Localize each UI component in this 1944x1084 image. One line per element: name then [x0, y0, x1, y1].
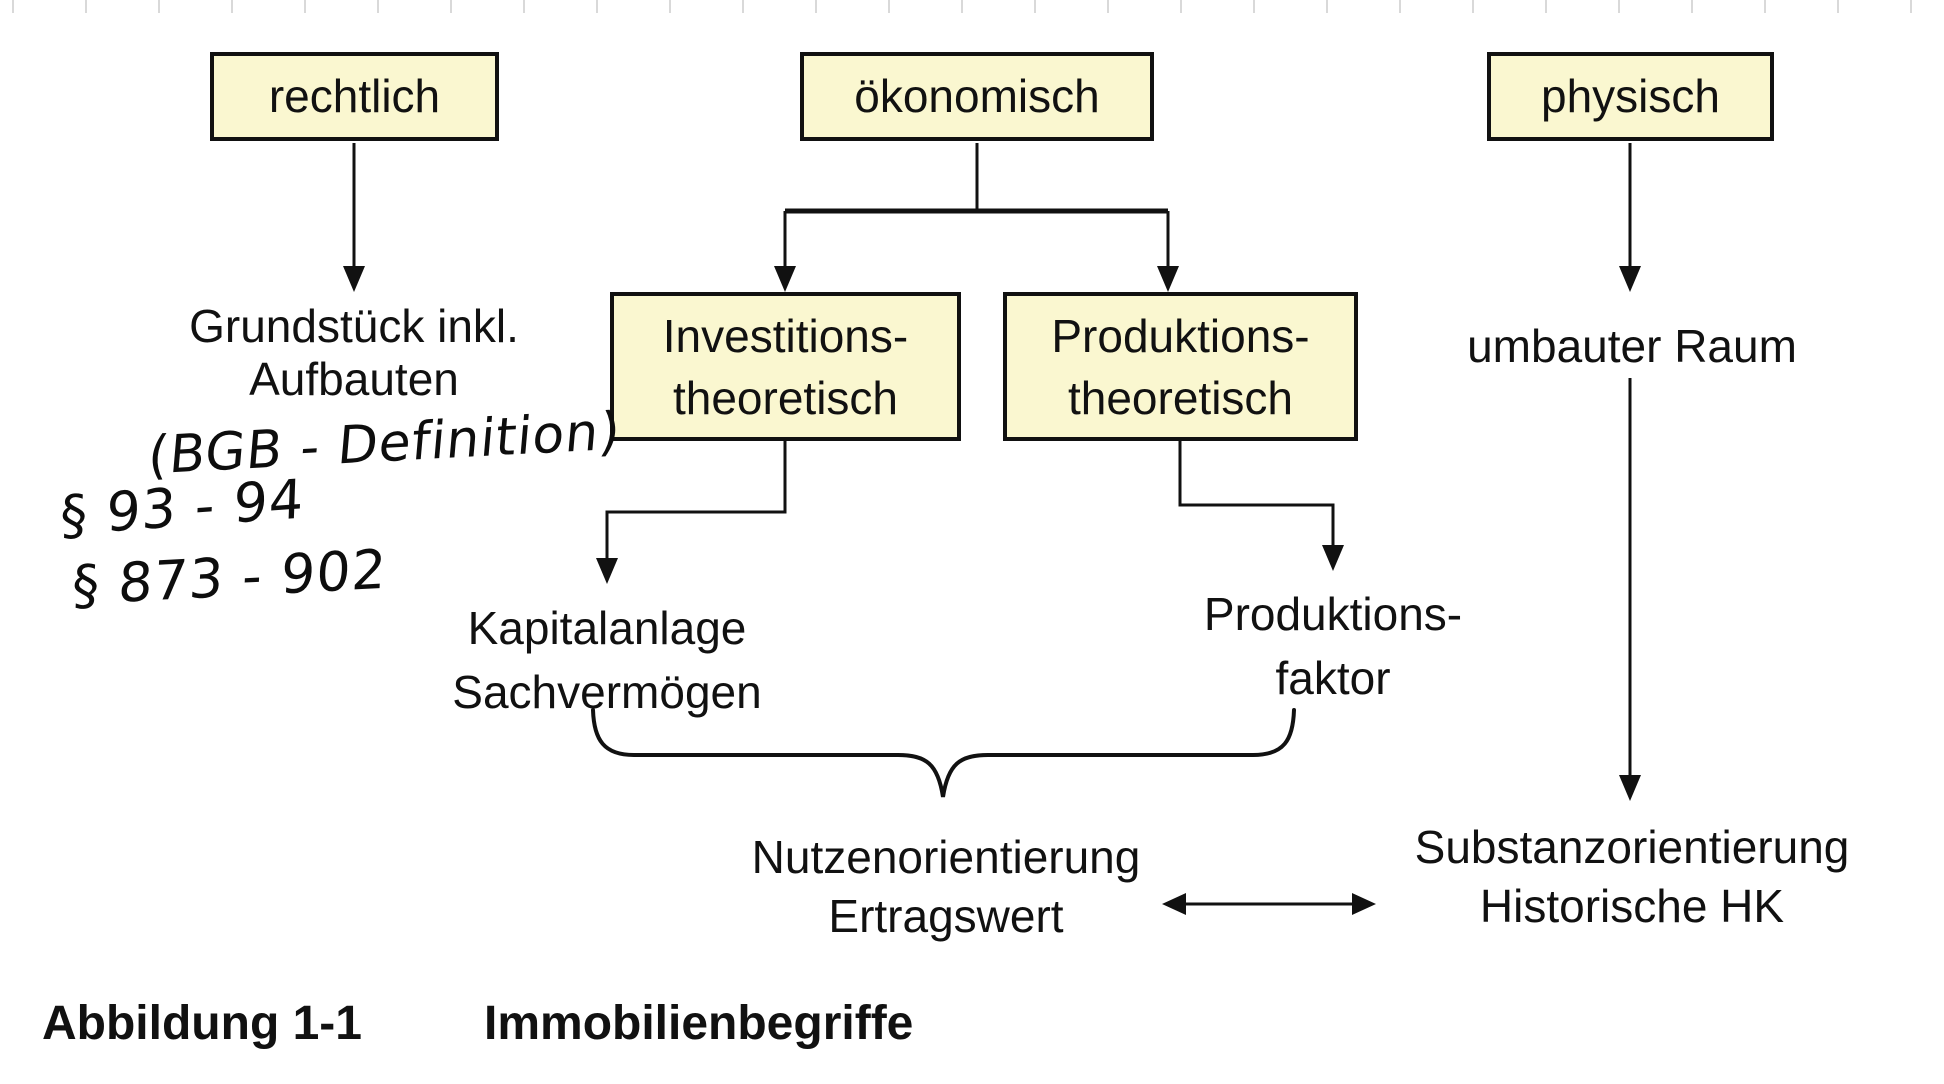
label-nutzenorientierung-line1: Nutzenorientierung: [751, 831, 1141, 883]
curly-brace: [591, 708, 1296, 798]
label-produktionsfaktor: Produktions- faktor: [1204, 582, 1462, 710]
label-produktionsfaktor-line2: faktor: [1275, 652, 1391, 704]
box-rechtlich: rechtlich: [210, 52, 499, 141]
ruler-tick-marks: [0, 0, 1944, 13]
box-investitionstheoretisch-line2: theoretisch: [672, 371, 898, 424]
elbow-investitions-arrowhead: [596, 558, 618, 584]
double-arrow-left-head: [1162, 893, 1186, 915]
label-kapitalanlage-line2: Sachvermögen: [452, 666, 762, 718]
box-investitionstheoretisch-line1: Investitions-: [662, 309, 909, 362]
label-produktionsfaktor-line1: Produktions-: [1203, 588, 1463, 640]
box-produktionstheoretisch-line1: Produktions-: [1051, 309, 1310, 362]
elbow-produktions: [1178, 441, 1335, 549]
label-kapitalanlage: Kapitalanlage Sachvermögen: [452, 596, 761, 724]
box-physisch-label: physisch: [1541, 70, 1720, 122]
box-oekonomisch: ökonomisch: [800, 52, 1154, 141]
arrow-physisch-head: [1619, 266, 1641, 292]
box-rechtlich-label: rechtlich: [268, 70, 441, 122]
label-grundstueck: Grundstück inkl. Aufbauten: [189, 300, 519, 406]
box-physisch: physisch: [1487, 52, 1774, 141]
label-substanzorientierung-line1: Substanzorientierung: [1414, 821, 1850, 873]
split-left-arrowhead: [774, 266, 796, 292]
arrow-rechtlich-head: [343, 266, 365, 292]
double-arrow-right-head: [1352, 893, 1376, 915]
label-umbauter-raum: umbauter Raum: [1467, 320, 1797, 372]
elbow-produktions-arrowhead: [1322, 545, 1344, 571]
label-nutzenorientierung: Nutzenorientierung Ertragswert: [752, 828, 1141, 946]
box-produktionstheoretisch-line2: theoretisch: [1067, 371, 1293, 424]
label-grundstueck-line2: Aufbauten: [249, 353, 459, 405]
elbow-investitions: [605, 441, 787, 562]
box-oekonomisch-label: ökonomisch: [854, 70, 1100, 122]
label-substanzorientierung-line2: Historische HK: [1479, 880, 1785, 932]
figure-caption-label: Abbildung 1-1: [42, 997, 362, 1050]
label-kapitalanlage-line1: Kapitalanlage: [467, 602, 747, 654]
figure-caption-title: Immobilienbegriffe: [484, 997, 914, 1050]
arrow-umbauter-raum-head: [1619, 775, 1641, 801]
label-grundstueck-line1: Grundstück inkl.: [189, 300, 519, 352]
split-right-arrowhead: [1157, 266, 1179, 292]
label-substanzorientierung: Substanzorientierung Historische HK: [1415, 818, 1850, 936]
box-produktionstheoretisch: Produktions- theoretisch: [1003, 292, 1358, 441]
label-nutzenorientierung-line2: Ertragswert: [828, 890, 1064, 942]
box-investitionstheoretisch: Investitions- theoretisch: [610, 292, 961, 441]
